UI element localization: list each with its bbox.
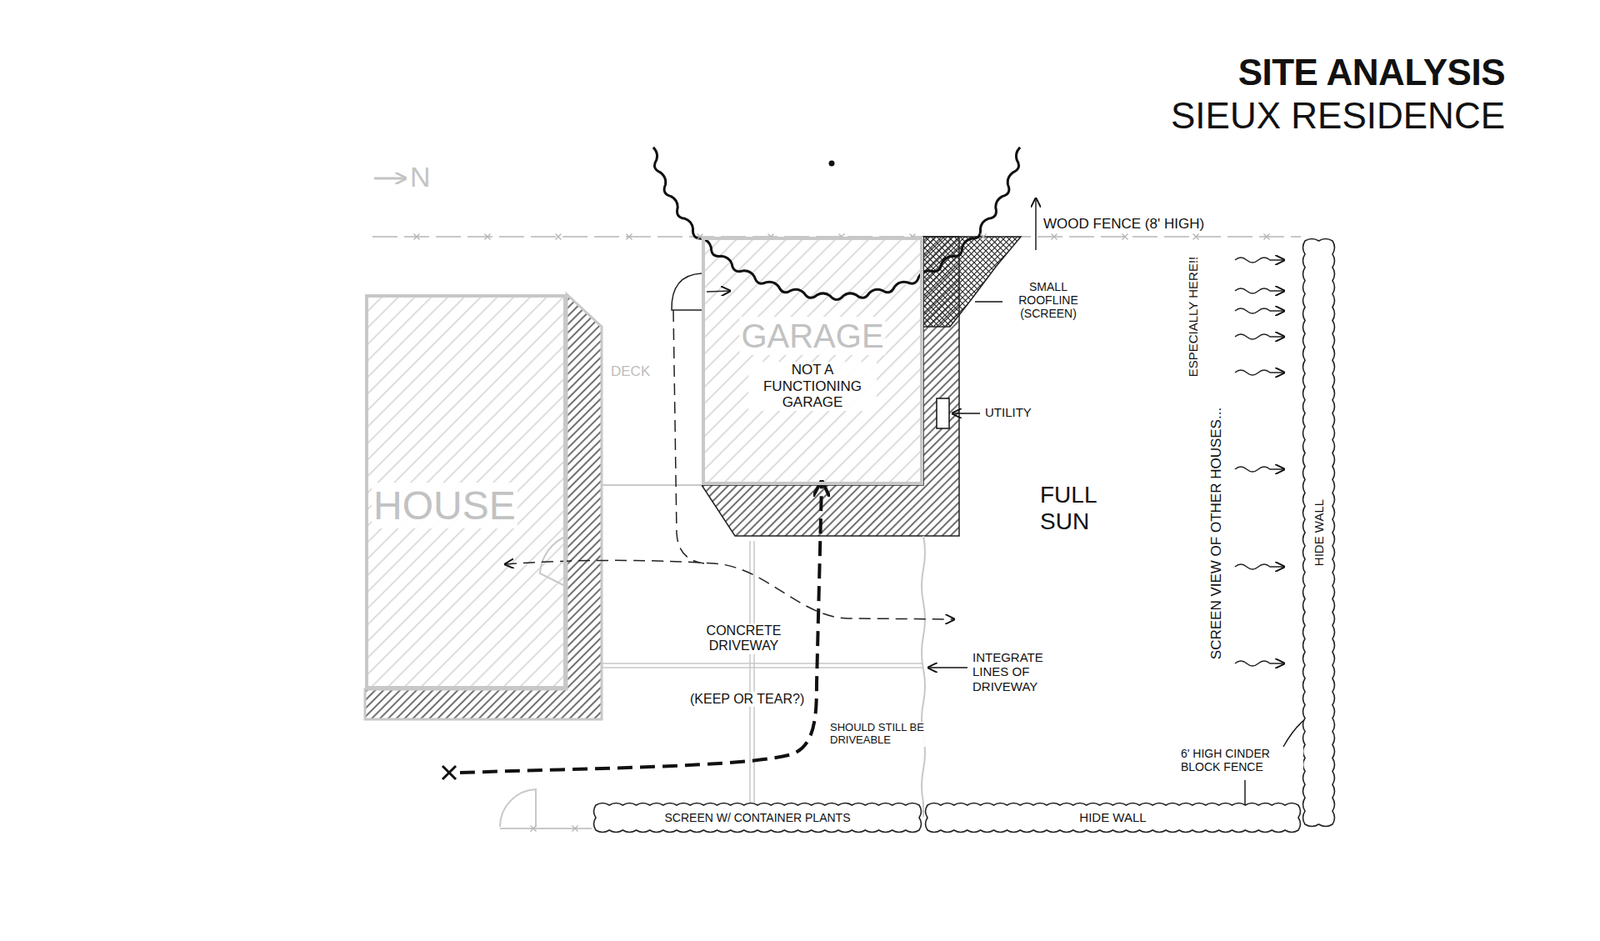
- view-arrow: [1235, 334, 1285, 340]
- leader-arrow: [1035, 198, 1036, 250]
- note: CONCRETE DRIVEWAY: [690, 623, 798, 655]
- fence-post: [1264, 234, 1270, 240]
- driveway-joint: [601, 663, 924, 668]
- area-label: DECK: [609, 363, 652, 380]
- leader-arrow: [952, 412, 980, 414]
- gate-swing: [500, 789, 536, 827]
- hedge-label: HIDE WALL: [1077, 810, 1148, 825]
- note: SHOULD STILL BE DRIVEABLE: [828, 721, 932, 747]
- hedge-shape: [1303, 239, 1335, 827]
- garage-outline: GARAGE NOT A FUNCTIONING GARAGE: [701, 236, 924, 485]
- view-arrow: [1235, 288, 1285, 294]
- note: (KEEP OR TEAR?): [688, 691, 806, 707]
- hedge-shape: [925, 803, 1301, 833]
- fence-line: [500, 827, 592, 830]
- fence-post: [572, 825, 579, 832]
- view-arrow: [1235, 257, 1285, 263]
- fence-post: [1051, 234, 1058, 240]
- house-outline: HOUSE: [365, 294, 567, 690]
- subtitle: SIEUX RESIDENCE: [1170, 95, 1505, 138]
- north-label: N: [408, 160, 433, 194]
- building-name: HOUSE: [371, 482, 518, 529]
- area-label: FULL SUN: [1038, 481, 1121, 535]
- circulation-path: [505, 560, 955, 620]
- note: SCREEN VIEW OF OTHER HOUSES...: [1208, 405, 1225, 661]
- door-swing: [671, 273, 702, 310]
- note: 6' HIGH CINDER BLOCK FENCE: [1179, 746, 1304, 774]
- garage-shadow: [701, 236, 960, 536]
- house-shadow: [365, 294, 602, 720]
- fence-post: [555, 234, 562, 240]
- note: SMALL ROOFLINE (SCREEN): [1005, 280, 1092, 320]
- north-arrow: [374, 177, 406, 180]
- hedge-screen: HIDE WALL: [1300, 236, 1337, 829]
- hedge-label: SCREEN W/ CONTAINER PLANTS: [663, 810, 853, 825]
- note: UTILITY: [983, 405, 1034, 420]
- hedge-screen: SCREEN W/ CONTAINER PLANTS: [591, 800, 924, 835]
- decorations: [414, 234, 1285, 832]
- circulation-path: [673, 310, 705, 564]
- hedge-label: HIDE WALL: [1311, 497, 1326, 568]
- leader-line: [975, 300, 1003, 302]
- note: NOT A FUNCTIONING GARAGE: [748, 361, 877, 411]
- view-arrow: [1235, 564, 1285, 570]
- note: ESPECIALLY HERE!!: [1185, 255, 1200, 380]
- note: WOOD FENCE (8' HIGH): [1041, 215, 1206, 233]
- door-arrow: [706, 290, 730, 292]
- view-arrow: [1235, 660, 1285, 666]
- utility-box: [936, 398, 950, 429]
- tree-trunk: [829, 160, 835, 167]
- building-name: GARAGE: [739, 316, 885, 355]
- leader-arrow: [928, 666, 968, 668]
- fence-post: [414, 234, 420, 240]
- fence-post: [1193, 234, 1200, 240]
- tree-canopy: [653, 147, 1020, 300]
- title: SITE ANALYSIS: [1238, 51, 1505, 95]
- fence-post: [1122, 234, 1129, 240]
- hedge-screen: HIDE WALL: [923, 800, 1303, 835]
- driveway-joint: [750, 540, 755, 817]
- fence-post: [980, 234, 987, 240]
- note: INTEGRATE LINES OF DRIVEWAY: [970, 650, 1075, 694]
- garage-hatch: [701, 236, 924, 485]
- start-x: [442, 765, 456, 780]
- view-arrow: [1235, 308, 1285, 314]
- fence-post: [530, 825, 537, 832]
- hedge-shape: [594, 803, 922, 833]
- view-arrow: [1235, 466, 1285, 472]
- deck-line: [601, 484, 702, 486]
- view-arrow: [1235, 370, 1285, 375]
- fence-post: [626, 234, 633, 240]
- house-hatch: [365, 294, 567, 690]
- driveway-edge: [921, 535, 925, 817]
- fence-post: [485, 234, 491, 240]
